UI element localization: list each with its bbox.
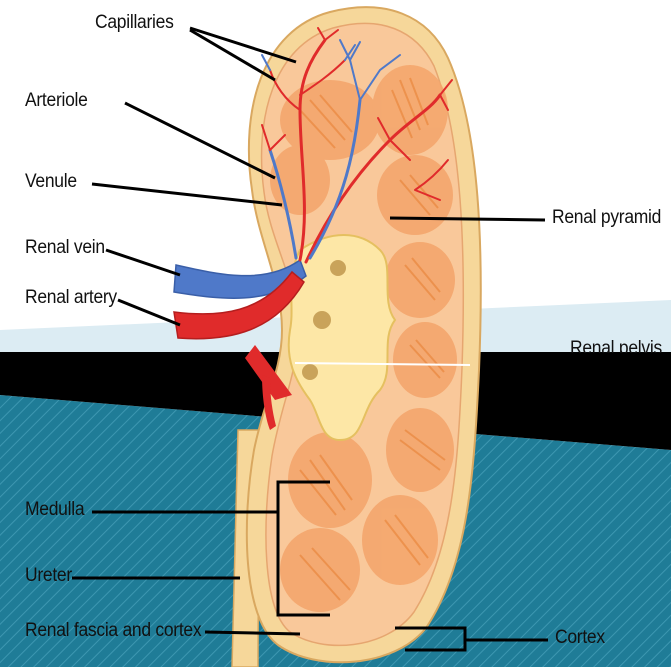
leader-renal-fascia <box>205 632 300 634</box>
label-medulla: Medulla <box>25 499 84 521</box>
label-capillaries: Capillaries <box>95 12 174 34</box>
label-venule: Venule <box>25 171 77 193</box>
label-ureter: Ureter <box>25 565 72 587</box>
leader-renal-pyramid <box>390 218 545 220</box>
label-renal-vein: Renal vein <box>25 237 105 259</box>
label-renal-pyramid: Renal pyramid <box>552 207 661 229</box>
label-cortex: Cortex <box>555 627 605 649</box>
label-renal-pelvis: Renal pelvis <box>570 338 662 353</box>
label-renal-artery: Renal artery <box>25 287 117 309</box>
label-arteriole: Arteriole <box>25 90 88 112</box>
label-renal-fascia-cortex: Renal fascia and cortex <box>25 620 201 642</box>
